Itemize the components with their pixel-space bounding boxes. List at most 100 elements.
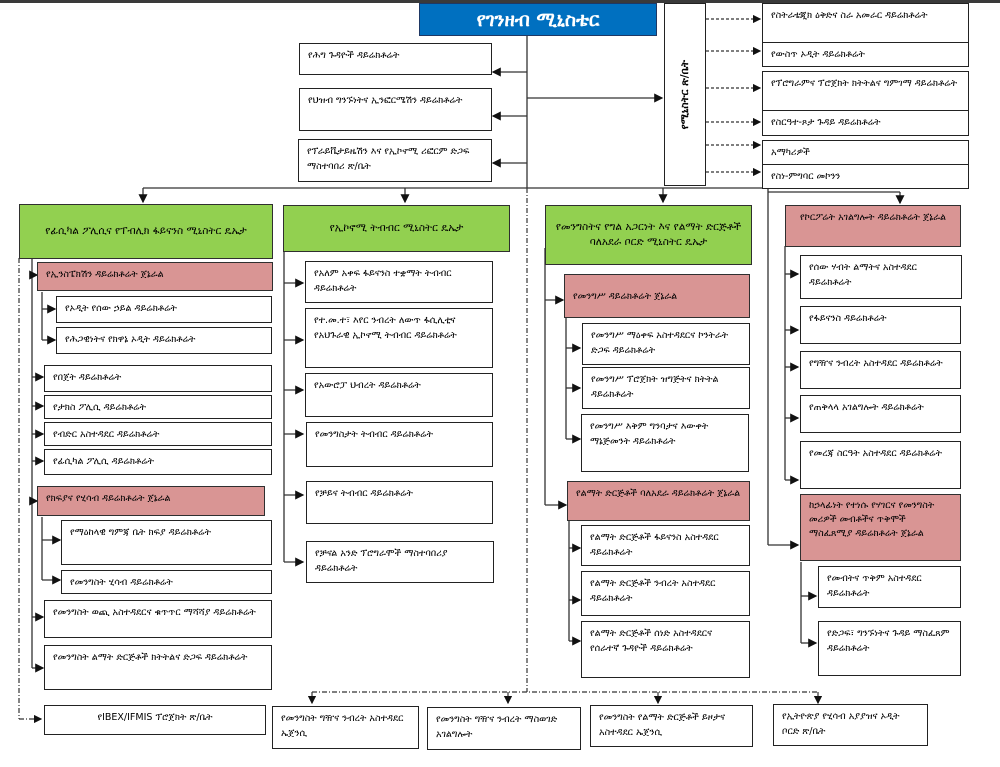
box-label: የፕራይቬታይዜሽን እና የኢኮኖሚ ሪፎርም ድጋፍ ማስተባበሪ ጽ/ቤት — [307, 146, 470, 172]
box-label: የኮርፖሬት አገልግሎት ዳይሬክቶሬት ጀኔራል — [799, 212, 946, 223]
directorate-budget[interactable]: የበጀት ዳይሬክቶሬት — [44, 365, 272, 392]
box-label: የመንግስት ሂሳብ ዳይሬክቶሬት — [70, 577, 173, 588]
box-label: የመንግሥ ፕሮጀክት ዝግጅትና ክትትል ዳይሬክቶሬት — [591, 374, 719, 400]
box-label: የኢኮኖሚ ትብብር ሚኒስትር ዴኤታ — [329, 222, 464, 234]
box-label: የማዕከላዊ ግምጃ ቤት ክፍያ ዳይሬክቶሬት — [70, 527, 211, 538]
direct-report-privatization[interactable]: የፕራይቬታይዜሽን እና የኢኮኖሚ ሪፎርም ድጋፍ ማስተባበሪ ጽ/ቤት — [298, 139, 492, 182]
box-label: የመንግስታት ትብብር ዳይሬክቶሬት — [315, 429, 433, 440]
directorate-fiscal-policy[interactable]: የፊሲካል ፖሊሲ ዳይሬክቶሬት — [44, 449, 272, 475]
directorate-soe-property[interactable]: የልማት ድርጅቶች ንብረት አስተዳደር ዳይሬክቶሬት — [581, 571, 750, 616]
office-unit-program-monitoring[interactable]: የፕሮግራምና ፕሮጀክት ክትትልና ግምገማ ዳይሬክቶሬት — [762, 71, 969, 111]
dg-corporate-services[interactable]: የኮርፖሬት አገልግሎት ዳይሬክቶሬት ጀኔራል — [785, 205, 961, 247]
box-label: የኢንስፔክሽን ዳይሬክቶሬት ጀኔራል — [46, 269, 164, 280]
directorate-intl-financial-institutions[interactable]: የአለም አቀፍ ፋይናንስ ተቋማት ትብብር ዳይሬክቶሬት — [305, 261, 493, 303]
box-label: የልማት ድርጅቶች ባለአደራ ዳይሬክቶሬት ጀኔራል — [576, 488, 741, 499]
directorate-rights-benefits[interactable]: የመብትና ጥቅም አስተዳደር ዳይሬክቶሬት — [818, 566, 961, 608]
agency-soe-holding[interactable]: የመንግስት የልማት ድርጅቶች ይዞታና አስተዳደር ኤጀንሲ — [590, 705, 753, 747]
directorate-governments-cooperation[interactable]: የመንግስታት ትብብር ዳይሬክቶሬት — [306, 422, 493, 467]
box-label: የመንግስት ግዥና ንብረት አስተዳደር ኤጀንሲ — [281, 713, 404, 739]
directorate-ppp-capacity[interactable]: የመንግሥ እቅም ግንባታና እውቀት ማኔጅመንት ዳይሬክቶሬት — [581, 414, 749, 472]
box-label: የብድር አስተዳደር ዳይሬክቶሬት — [53, 429, 160, 440]
directorate-human-resources[interactable]: የሰው ሃብት ልማትና አስተዳደር ዳይሬክቶሬት — [800, 255, 962, 299]
sector-fiscal-policy-header[interactable]: የፊሲካል ፖሊሲና የፐብሊክ ፋይናንስ ሚኒስትር ዴኤታ — [19, 204, 273, 259]
directorate-china-cooperation[interactable]: የቻይና ትብብር ዳይሬክቶሬት — [306, 481, 493, 524]
directorate-procurement-property[interactable]: የግዥና ንብረት አስተዳደር ዳይሬክቶሬት — [800, 351, 961, 389]
box-label: የአለም አቀፍ ፋይናንስ ተቋማት ትብብር ዳይሬክቶሬት — [314, 268, 452, 294]
dg-payment-accounts[interactable]: የክፍያና የሂሳብ ዳይሬክቶሬት ጀኔራል — [37, 486, 265, 516]
directorate-information-systems[interactable]: የመረጃ ስርዓት አስተዳደር ዳይሬክቶሬት — [800, 441, 961, 489]
box-label: የአውሮፓ ህብረት ዳይሬክቶሬት — [314, 380, 421, 391]
dg-ppp[interactable]: የመንግሥ ዳይሬክቶሬት ጀኔራል — [564, 274, 750, 318]
minister-box[interactable]: የገንዘብ ሚኒስቴር — [419, 3, 657, 36]
agency-procurement-property[interactable]: የመንግስት ግዥና ንብረት አስተዳደር ኤጀንሲ — [272, 706, 419, 749]
directorate-european-union[interactable]: የአውሮፓ ህብረት ዳይሬክቶሬት — [305, 373, 493, 417]
sector-economic-cooperation-header[interactable]: የኢኮኖሚ ትብብር ሚኒስትር ዴኤታ — [283, 205, 510, 252]
dg-inspection[interactable]: የኢንስፔክሽን ዳይሬክቶሬት ጀኔራል — [37, 262, 273, 291]
box-label: የሕጋዊነትና የክዋኔ ኦዲት ዳይሬክቶሬት — [65, 334, 196, 345]
box-label: የኦዲት የሰው ኃይል ዳይሬክቶሬት — [65, 303, 177, 314]
box-label: የፊሲካል ፖሊሲ ዳይሬክቶሬት — [53, 456, 155, 467]
box-label: አማካሪዎች — [771, 147, 810, 158]
dg-former-leaders-benefits[interactable]: ከኃላፊነት የተነሱ የሃገርና የመንግስት መሪዎች መብቶችና ጥቅሞች… — [800, 494, 961, 561]
ibex-ifmis-project-office[interactable]: የIBEX/IFMIS ፕሮጀክት ጽ/ቤት — [44, 705, 266, 735]
box-label: የመንግሥ ማዕቀፍ አስተዳደርና ኮንትራት ድጋፍ ዳይሬክቶሬት — [591, 330, 729, 356]
directorate-central-treasury[interactable]: የማዕከላዊ ግምጃ ቤት ክፍያ ዳይሬክቶሬት — [61, 520, 272, 565]
directorate-legality-audit[interactable]: የሕጋዊነትና የክዋኔ ኦዲት ዳይሬክቶሬት — [56, 327, 272, 354]
window-top-border — [0, 0, 1000, 3]
directorate-soe-finance[interactable]: የልማት ድርጅቶች ፋይናንስ አስተዳደር ዳይሬክቶሬት — [581, 525, 750, 566]
box-label: የልማት ድርጅቶች ሰነድ አስተዳደርና የሰራተኛ ጉዳዮች ዳይሬክቶሬ… — [590, 628, 713, 654]
agency-property-disposal[interactable]: የመንግስት ግዥና ንብረት ማስወገድ አገልግሎት — [427, 707, 581, 750]
directorate-finance[interactable]: የፋይናንስ ዳይሬክቶሬት — [800, 306, 961, 344]
box-label: የልማት ድርጅቶች ፋይናንስ አስተዳደር ዳይሬክቶሬት — [590, 532, 719, 558]
box-label: የቻይና ትብብር ዳይሬክቶሬት — [315, 488, 413, 499]
box-label: የጠቅላላ አገልግሎት ዳይሬክቶሬት — [809, 402, 924, 413]
box-label: የስትራቴጂክ ዕቅድና ስራ አመራር ዳይሬክቶሬት — [771, 10, 928, 21]
directorate-ppp-project-prep[interactable]: የመንግሥ ፕሮጀክት ዝግጅትና ክትትል ዳይሬክቶሬት — [582, 367, 750, 409]
office-unit-advisors[interactable]: አማካሪዎች — [762, 140, 969, 165]
directorate-tax-policy[interactable]: የታክስ ፖሊሲ ዳይሬክቶሬት — [44, 395, 272, 419]
office-unit-ethics-officer[interactable]: የስነ-ምግባር መኮንን — [762, 164, 969, 189]
direct-report-legal[interactable]: የሕግ ጉዳዮች ዳይሬክቶሬት — [299, 43, 492, 75]
directorate-channel-one-programs[interactable]: የቻናል አንድ ፕሮግራሞች ማስተባበሪያ ዳይሬክቶሬት — [306, 541, 494, 583]
box-label: የታክስ ፖሊሲ ዳይሬክቶሬት — [53, 402, 147, 413]
directorate-soe-monitoring[interactable]: የመንግስት ልማት ድርጅቶች ክትትልና ድጋፍ ዳይሬክቶሬት — [44, 645, 272, 690]
box-label: የመንግሥ ዳይሬክቶሬት ጀኔራል — [573, 290, 678, 302]
direct-report-public-relations[interactable]: የህዝብ ግንኙነትና ኢንፎርሜሽን ዳይሬክቶሬት — [299, 88, 492, 131]
box-label: የመንግስት የልማት ድርጅቶች ይዞታና አስተዳደር ኤጀንሲ — [599, 712, 726, 738]
directorate-debt-management[interactable]: የብድር አስተዳደር ዳይሬክቶሬት — [44, 422, 272, 446]
box-label: የቻናል አንድ ፕሮግራሞች ማስተባበሪያ ዳይሬክቶሬት — [315, 548, 448, 574]
sector-ppp-soe-header[interactable]: የመንግስትና የግል አጋርነት እና የልማት ድርጅቶች ባለአደራ ቦር… — [545, 205, 752, 265]
agency-accounting-audit-board[interactable]: የኢትዮጵያ የሂሳብ አያያዝና ኦዲት ቦርድ ጽ/ቤት — [773, 704, 928, 746]
box-label: የስነ-ምግባር መኮንን — [771, 171, 841, 182]
directorate-audit-hr[interactable]: የኦዲት የሰው ኃይል ዳይሬክቶሬት — [56, 296, 272, 323]
dg-soe-trustee[interactable]: የልማት ድርጅቶች ባለአደራ ዳይሬክቶሬት ጀኔራል — [567, 481, 750, 521]
box-label: የፋይናንስ ዳይሬክቶሬት — [809, 313, 887, 324]
directorate-government-accounts[interactable]: የመንግስት ሂሳብ ዳይሬክቶሬት — [61, 570, 272, 594]
box-label: የፊሲካል ፖሊሲና የፐብሊክ ፋይናንስ ሚኒስትር ዴኤታ — [45, 225, 247, 237]
office-unit-gender[interactable]: የስርዓተ-ጾታ ጉዳይ ዳይሬክቶሬት — [762, 110, 969, 136]
minister-office-box[interactable]: የሚኒስትር ጽ/ቤት — [664, 3, 706, 186]
box-label: የስርዓተ-ጾታ ጉዳይ ዳይሬክቶሬት — [771, 117, 881, 128]
box-label: የመብትና ጥቅም አስተዳደር ዳይሬክቶሬት — [827, 573, 922, 599]
directorate-ppp-framework[interactable]: የመንግሥ ማዕቀፍ አስተዳደርና ኮንትራት ድጋፍ ዳይሬክቶሬት — [582, 323, 750, 365]
directorate-general-services[interactable]: የጠቅላላ አገልግሎት ዳይሬክቶሬት — [800, 395, 961, 433]
box-label: የፕሮግራምና ፕሮጀክት ክትትልና ግምገማ ዳይሬክቶሬት — [771, 78, 958, 89]
directorate-soe-records-hr[interactable]: የልማት ድርጅቶች ሰነድ አስተዳደርና የሰራተኛ ጉዳዮች ዳይሬክቶሬ… — [581, 621, 750, 678]
box-label: የተ.መ.ተ፣ እየር ንብረት ለውጥ ፋሲሊቲና የአህጉራዊ ኢኮኖሚ ት… — [314, 315, 457, 341]
box-label: የኢትዮጵያ የሂሳብ አያያዝና ኦዲት ቦርድ ጽ/ቤት — [782, 711, 900, 737]
office-unit-strategic-planning[interactable]: የስትራቴጂክ ዕቅድና ስራ አመራር ዳይሬክቶሬት — [762, 3, 969, 43]
directorate-un-climate-regional[interactable]: የተ.መ.ተ፣ እየር ንብረት ለውጥ ፋሲሊቲና የአህጉራዊ ኢኮኖሚ ት… — [305, 308, 493, 368]
box-label: የሰው ሃብት ልማትና አስተዳደር ዳይሬክቶሬት — [809, 262, 917, 288]
directorate-support-relations[interactable]: የድጋፍ፣ ግንኙነትና ጉዳይ ማስፈጸም ዳይሬክቶሬት — [818, 621, 961, 676]
box-label: የልማት ድርጅቶች ንብረት አስተዳደር ዳይሬክቶሬት — [590, 578, 716, 604]
minister-office-title: የሚኒስትር ጽ/ቤት — [679, 59, 691, 130]
box-label: የግዥና ንብረት አስተዳደር ዳይሬክቶሬት — [809, 358, 943, 369]
box-label: የIBEX/IFMIS ፕሮጀክት ጽ/ቤት — [97, 712, 213, 723]
directorate-expenditure-reform[interactable]: የመንግስት ወጪ አስተዳደርና ቁጥጥር ማሻሻያ ዳይሬክቶሬት — [44, 600, 272, 638]
box-label: የሕግ ጉዳዮች ዳይሬክቶሬት — [308, 50, 400, 61]
box-label: የመንግስት ወጪ አስተዳደርና ቁጥጥር ማሻሻያ ዳይሬክቶሬት — [53, 607, 256, 618]
box-label: የውስጥ ኦዲት ዳይሬክቶሬት — [771, 49, 865, 60]
box-label: ከኃላፊነት የተነሱ የሃገርና የመንግስት መሪዎች መብቶችና ጥቅሞች… — [809, 500, 935, 539]
box-label: የህዝብ ግንኙነትና ኢንፎርሜሽን ዳይሬክቶሬት — [308, 95, 463, 106]
office-unit-internal-audit[interactable]: የውስጥ ኦዲት ዳይሬክቶሬት — [762, 42, 969, 67]
